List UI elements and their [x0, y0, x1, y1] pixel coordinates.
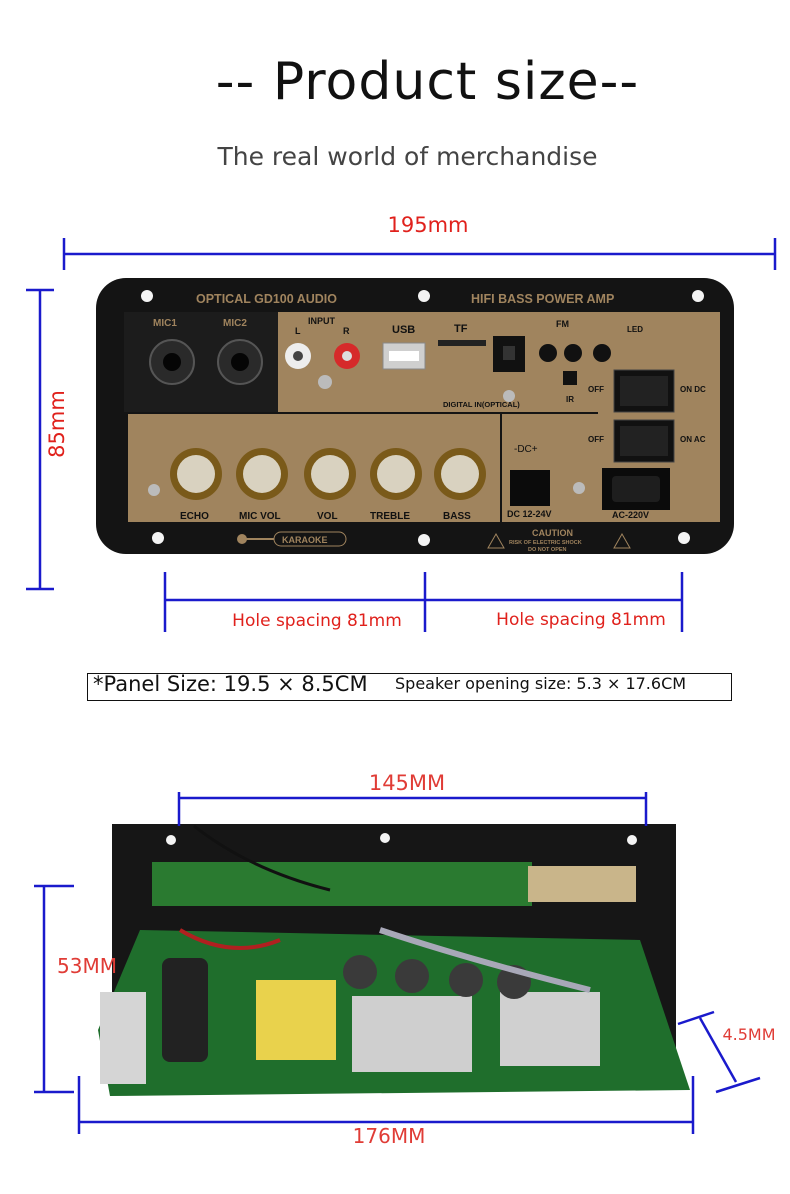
rca-inputs	[285, 343, 360, 389]
mounting-holes	[141, 290, 704, 546]
size-spec-box	[87, 673, 732, 701]
panel-top-text-left: OPTICAL GD100 AUDIO	[196, 292, 337, 306]
page-title: -- Product size--	[215, 52, 640, 112]
input-label: INPUT	[308, 316, 336, 326]
hole-spacing-right-label: Hole spacing 81mm	[496, 610, 666, 630]
circuit-board-photo	[98, 824, 690, 1096]
caution-label: CAUTION	[532, 528, 573, 538]
mic1-label: MIC1	[153, 318, 177, 329]
led-label: LED	[627, 325, 643, 334]
mic2-label: MIC2	[223, 318, 247, 329]
height-dimension-line	[26, 288, 54, 591]
knobs	[170, 448, 486, 500]
mic-jacks	[149, 339, 263, 385]
hole-spacing-lines	[163, 572, 684, 632]
knob-label-vol: VOL	[317, 511, 338, 522]
karaoke-label: KARAOKE	[282, 535, 328, 545]
board-depth-label: 4.5MM	[722, 1025, 775, 1044]
caution-sub2: DO NOT OPEN	[528, 547, 567, 553]
dc-range-label: DC 12-24V	[507, 509, 552, 519]
ac-range-label: AC-220V	[612, 510, 649, 520]
input-r-label: R	[343, 326, 350, 336]
board-bottom-width-label: 176MM	[353, 1124, 426, 1148]
width-label-195: 195mm	[388, 213, 469, 237]
board-height-label: 53MM	[57, 954, 117, 978]
off2-label: OFF	[588, 435, 604, 444]
knob-label-bass: BASS	[443, 511, 471, 522]
on-ac-label: ON AC	[680, 435, 706, 444]
board-top-width-label: 145MM	[369, 771, 445, 795]
digital-in-label: DIGITAL IN(OPTICAL)	[443, 400, 520, 409]
input-l-label: L	[295, 326, 301, 336]
panel-top-text-right: HIFI BASS POWER AMP	[471, 292, 614, 306]
caution-sub1: RISK OF ELECTRIC SHOCK	[509, 540, 582, 546]
page-subtitle: The real world of merchandise	[217, 142, 598, 171]
off1-label: OFF	[588, 385, 604, 394]
height-label-85: 85mm	[45, 390, 69, 458]
hole-spacing-left-label: Hole spacing 81mm	[232, 611, 402, 631]
tf-label: TF	[454, 323, 468, 335]
amplifier-panel	[96, 278, 734, 554]
knob-label-treble: TREBLE	[370, 511, 410, 522]
panel-size-text: *Panel Size: 19.5 × 8.5CM	[93, 672, 368, 696]
on-dc-label: ON DC	[680, 385, 706, 394]
knob-label-echo: ECHO	[180, 511, 209, 522]
speaker-opening-text: Speaker opening size: 5.3 × 17.6CM	[395, 674, 687, 693]
width-dimension-line	[62, 238, 777, 270]
ir-label: IR	[566, 395, 574, 404]
dc-sign-label: -DC+	[514, 444, 538, 455]
fm-label: FM	[556, 319, 569, 329]
usb-label: USB	[392, 324, 415, 336]
knob-label-mic-vol: MIC VOL	[239, 511, 281, 522]
board-dimension-lines	[34, 792, 761, 1134]
